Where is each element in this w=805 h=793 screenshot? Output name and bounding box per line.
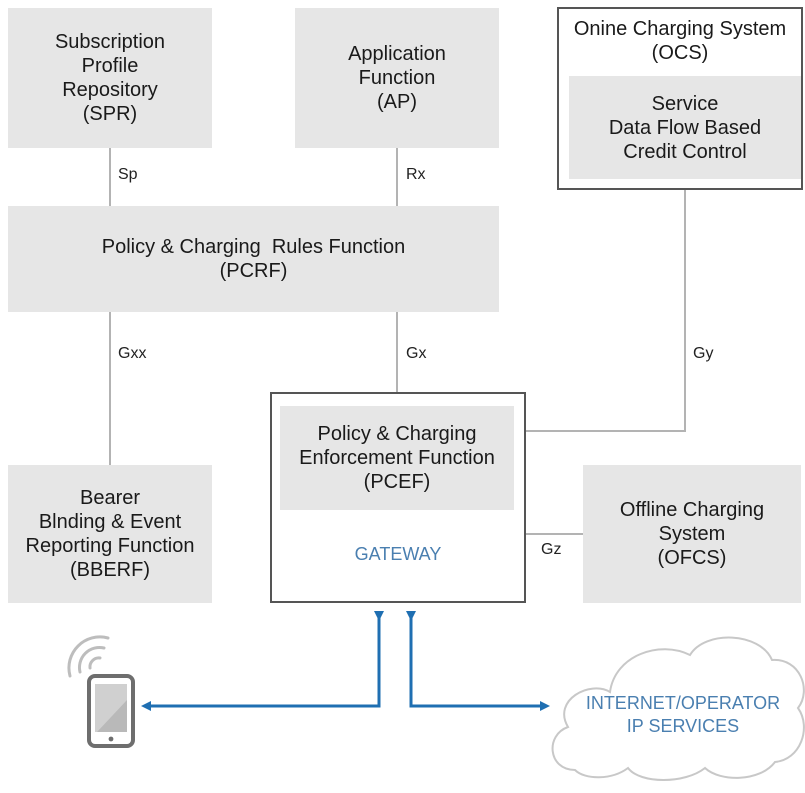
pcef-line-3: (PCEF): [363, 471, 431, 493]
gz-label: Gz: [541, 541, 562, 558]
cloud-line-2: IP SERVICES: [626, 716, 740, 736]
ap-box: Application Function (AP): [295, 8, 499, 148]
ap-line-1: Application: [348, 43, 446, 65]
rx-connector: [396, 148, 398, 206]
ofcs-line-1: Offline Charging: [619, 499, 765, 521]
bberf-line-2: Blnding & Event: [38, 511, 182, 533]
gx-connector: [396, 312, 398, 406]
bberf-box: Bearer Blnding & Event Reporting Functio…: [8, 465, 212, 603]
ocs-inner-line-1: Service: [651, 92, 719, 115]
phone-link-arrow: [141, 611, 384, 711]
spr-line-1: Subscription: [54, 31, 166, 53]
bberf-line-4: (BBERF): [70, 559, 150, 581]
internet-link-arrow: [406, 611, 550, 711]
spr-box: Subscription Profile Repository (SPR): [8, 8, 212, 148]
gx-label: Gx: [406, 345, 427, 362]
gxx-connector: [109, 312, 111, 465]
gy-label: Gy: [693, 345, 714, 362]
gxx-label: Gxx: [118, 345, 147, 362]
spr-line-4: (SPR): [82, 103, 138, 125]
cloud-line-1: INTERNET/OPERATOR: [585, 693, 781, 713]
bberf-line-1: Bearer: [79, 487, 141, 509]
cloud-label: INTERNET/OPERATOR IP SERVICES: [570, 692, 796, 738]
ocs-title-line-2: (OCS): [651, 42, 709, 64]
ocs-inner-line-2: Data Flow Based: [608, 116, 762, 139]
pcrf-line-1: Policy & Charging Rules Function: [101, 236, 406, 258]
pcef-line-1: Policy & Charging: [317, 423, 477, 445]
ofcs-box: Offline Charging System (OFCS): [583, 465, 801, 603]
ocs-title: Onine Charging System (OCS): [557, 17, 803, 65]
pcef-box: Policy & Charging Enforcement Function (…: [280, 406, 514, 510]
rx-label: Rx: [406, 166, 426, 183]
pcrf-line-2: (PCRF): [219, 260, 288, 282]
ap-line-2: Function: [358, 67, 436, 89]
mobile-phone-icon: [87, 674, 135, 748]
gz-connector: [525, 533, 583, 535]
sp-connector: [109, 148, 111, 206]
pcef-line-2: Enforcement Function: [299, 447, 495, 469]
gateway-label: GATEWAY: [354, 544, 442, 564]
spr-line-3: Repository: [62, 79, 158, 101]
bberf-line-3: Reporting Function: [25, 535, 195, 557]
cloud-icon: [551, 636, 805, 781]
ofcs-line-2: System: [658, 523, 726, 545]
ocs-inner-box: Service Data Flow Based Credit Control: [569, 76, 801, 179]
sp-label: Sp: [118, 166, 138, 183]
ap-line-3: (AP): [377, 91, 417, 113]
ocs-title-line-1: Onine Charging System: [573, 18, 787, 40]
wireless-signal-icon: [67, 635, 110, 678]
spr-line-2: Profile: [81, 55, 139, 77]
pcrf-box: Policy & Charging Rules Function (PCRF): [8, 206, 499, 312]
ofcs-line-3: (OFCS): [657, 547, 727, 569]
gy-connector-vertical: [684, 160, 686, 432]
gy-connector-horizontal: [512, 430, 686, 432]
ocs-inner-line-3: Credit Control: [623, 140, 747, 163]
